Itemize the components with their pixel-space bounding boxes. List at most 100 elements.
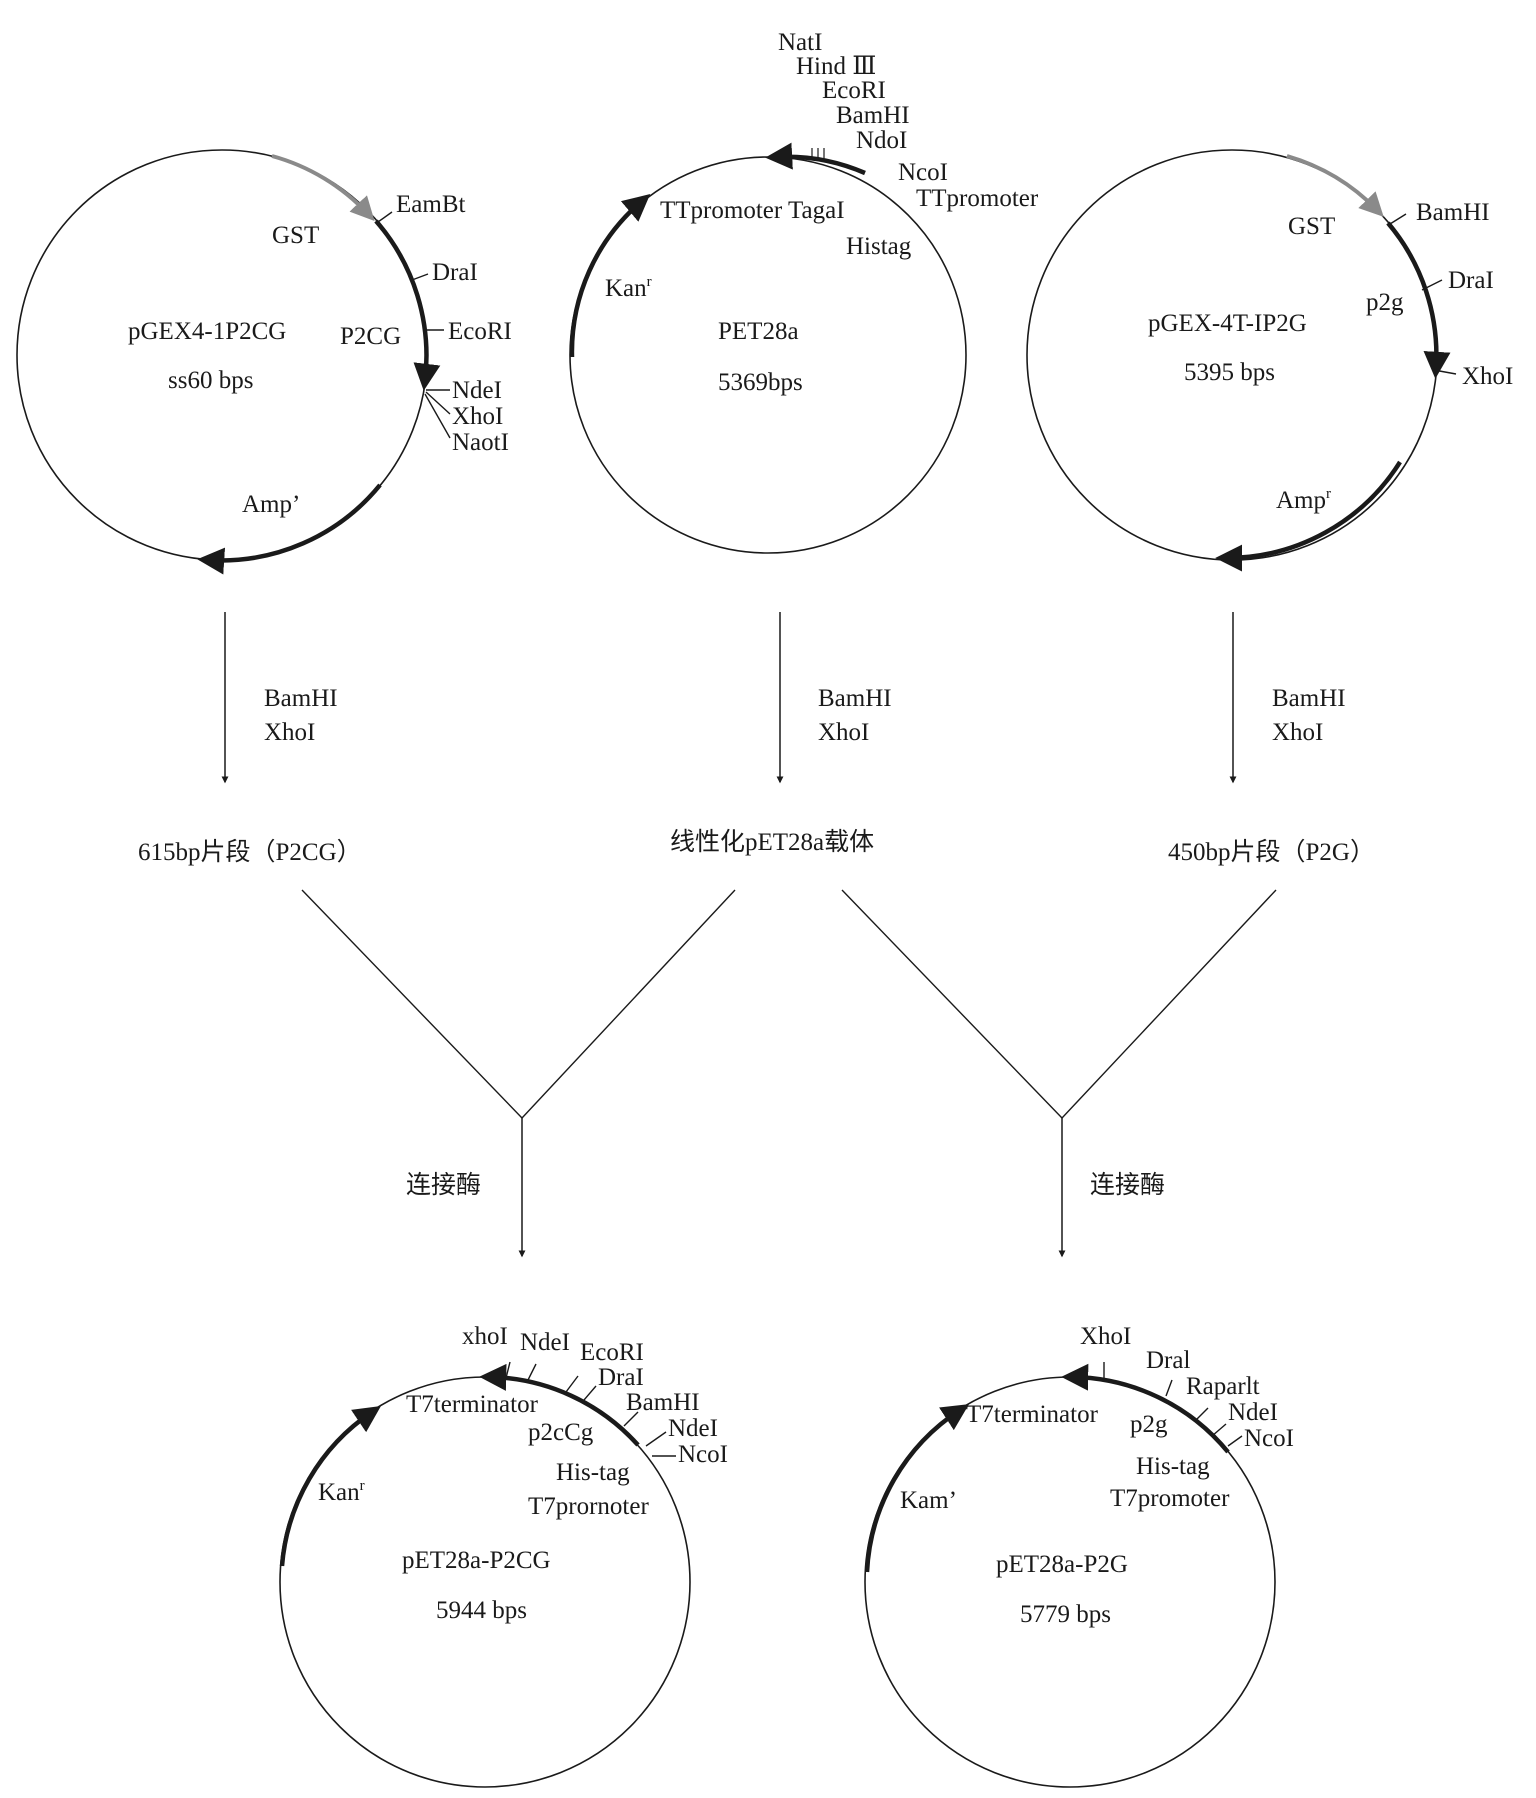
gene-label-p2cg: P2CG: [340, 323, 401, 350]
site-label-ecori: EcoRI: [822, 77, 886, 104]
site-label-drai: DraI: [432, 259, 478, 286]
site-label-xhoi: XhoI: [1080, 1323, 1131, 1350]
site-label-raparlt: Raparlt: [1186, 1373, 1260, 1400]
gst-arrow: [1286, 154, 1384, 217]
feature-label-histag: Histag: [846, 233, 912, 260]
site-label-bamhi: BamHI: [626, 1389, 700, 1416]
kan-arrow: [569, 194, 651, 358]
merge-line: [521, 889, 736, 1119]
site-tick-drai: [1421, 279, 1443, 291]
site-label-dral: Dral: [1146, 1347, 1190, 1374]
site-label-ncoi: NcoI: [898, 159, 948, 186]
fragment-label-p2cg: 615bp片段（P2CG）: [138, 838, 362, 866]
resistance-label-kan: Kanr: [318, 1478, 365, 1506]
insert-arrow: [1061, 1363, 1230, 1454]
feature-label-t7promoter: T7prornoter: [528, 1493, 649, 1520]
gene-label-p2g: p2g: [1366, 289, 1404, 316]
site-tick-ndei: [1211, 1423, 1227, 1437]
site-label-ncoi: NcoI: [1244, 1425, 1294, 1452]
site-tick-dral: [1165, 1379, 1173, 1397]
site-label-ndei: NdeI: [1228, 1399, 1278, 1426]
feature-label-his-tag: His-tag: [556, 1459, 630, 1486]
resistance-label-amp: Ampr: [1276, 486, 1331, 514]
kam-arrow: [864, 1404, 970, 1573]
site-tick-ncoi: [1227, 1435, 1243, 1447]
enzyme-label: BamHI: [264, 685, 338, 712]
site-tick-xhoi: [1433, 369, 1457, 375]
ligase-label: 连接酶: [406, 1171, 481, 1199]
plasmid-pet28a-p2g: XhoI Dral Raparlt NdeI NcoI T7terminator…: [864, 1323, 1294, 1788]
plasmid-name: pGEX-4T-IP2G: [1148, 310, 1307, 337]
plasmid-pet28a-p2cg: xhoI NdeI EcoRI DraI BamHI NdeI NcoI T7t…: [279, 1323, 728, 1788]
plasmid-size: ss60 bps: [168, 367, 253, 394]
amp-arrow: [197, 483, 382, 575]
feature-label-t7promoter: T7promoter: [1110, 1485, 1230, 1512]
mcs-arrow: [765, 142, 866, 176]
merge-line: [301, 889, 523, 1119]
site-label-ndei: NdeI: [452, 377, 502, 404]
plasmid-size: 5369bps: [718, 369, 803, 396]
site-label-xhoi: XhoI: [452, 403, 503, 430]
enzyme-label: XhoI: [1272, 719, 1323, 746]
plasmid-size: 5395 bps: [1184, 359, 1275, 386]
site-label-naoti: NaotI: [452, 429, 509, 456]
amp-arrow: [1215, 460, 1402, 572]
site-tick-bamhi: [1389, 213, 1407, 225]
site-label-ndoi: NdoI: [856, 127, 907, 154]
site-label-ttpromoter: TTpromoter: [916, 185, 1039, 212]
site-tick-ecori: [565, 1375, 579, 1393]
site-tick-xhoi: [505, 1361, 511, 1379]
feature-label-t7terminator: T7terminator: [406, 1391, 539, 1418]
site-label-xhoi: xhoI: [462, 1323, 508, 1350]
site-tick-raparlt: [1195, 1407, 1209, 1421]
insert-arrow: [479, 1363, 640, 1447]
merge-line: [1061, 889, 1277, 1119]
site-label-bamhi: BamHI: [1416, 199, 1490, 226]
site-label-nati: NatI: [778, 29, 822, 56]
site-tick-bamhi: [623, 1411, 639, 1427]
p2cg-arrow: [374, 219, 441, 391]
enzyme-label: XhoI: [818, 719, 869, 746]
kan-arrow: [279, 1405, 381, 1567]
site-label-bamhi: BamHI: [836, 102, 910, 129]
plasmid-name: pET28a-P2CG: [402, 1547, 551, 1574]
fragment-label-p2g: 450bp片段（P2G）: [1168, 838, 1375, 866]
site-tick-eambt: [377, 211, 393, 223]
site-tick-drai: [583, 1385, 597, 1401]
ligase-label: 连接酶: [1090, 1171, 1165, 1199]
feature-label-p2g: p2g: [1130, 1411, 1168, 1438]
plasmid-name: pGEX4-1P2CG: [128, 318, 286, 345]
site-label-ncoi: NcoI: [678, 1441, 728, 1468]
feature-label-ttpromoter-tagai: TTpromoter TagaI: [660, 197, 845, 224]
p2g-arrow: [1386, 221, 1451, 379]
gene-label-gst: GST: [272, 222, 319, 249]
plasmid-circle: [1026, 149, 1438, 561]
plasmid-name: pET28a-P2G: [996, 1551, 1128, 1578]
plasmid-size: 5944 bps: [436, 1597, 527, 1624]
resistance-label-kan: Kanr: [605, 274, 652, 302]
enzyme-label: XhoI: [264, 719, 315, 746]
feature-label-t7terminator: T7terminator: [966, 1401, 1099, 1428]
site-tick-naoti: [424, 393, 451, 439]
site-tick-xhoi: [425, 391, 451, 415]
enzyme-label: BamHI: [818, 685, 892, 712]
site-label-ndei: NdeI: [520, 1329, 570, 1356]
merge-line: [841, 889, 1063, 1119]
gst-arrow: [271, 154, 375, 222]
feature-label-p2ccg: p2cCg: [528, 1419, 594, 1446]
vector-label-pet28a: 线性化pET28a载体: [670, 828, 874, 856]
plasmid-pgex-p2cg: EamBt DraI EcoRI NdeI XhoI NaotI GST P2C…: [16, 149, 512, 575]
site-label-hindiii: Hind Ⅲ: [796, 53, 876, 80]
site-label-ndei-2: NdeI: [668, 1415, 718, 1442]
site-tick-ndei: [527, 1363, 537, 1381]
resistance-label-amp: Amp’: [242, 491, 300, 518]
site-label-drai: DraI: [1448, 267, 1494, 294]
site-label-eambt: EamBt: [396, 191, 465, 218]
resistance-label-kam: Kam’: [900, 1487, 957, 1514]
plasmid-name: PET28a: [718, 318, 799, 345]
site-label-drai: DraI: [598, 1364, 644, 1391]
plasmid-pgex-p2g: BamHI DraI XhoI GST p2g Ampr pGEX-4T-IP2…: [1026, 149, 1513, 572]
plasmid-size: 5779 bps: [1020, 1601, 1111, 1628]
enzyme-label: BamHI: [1272, 685, 1346, 712]
